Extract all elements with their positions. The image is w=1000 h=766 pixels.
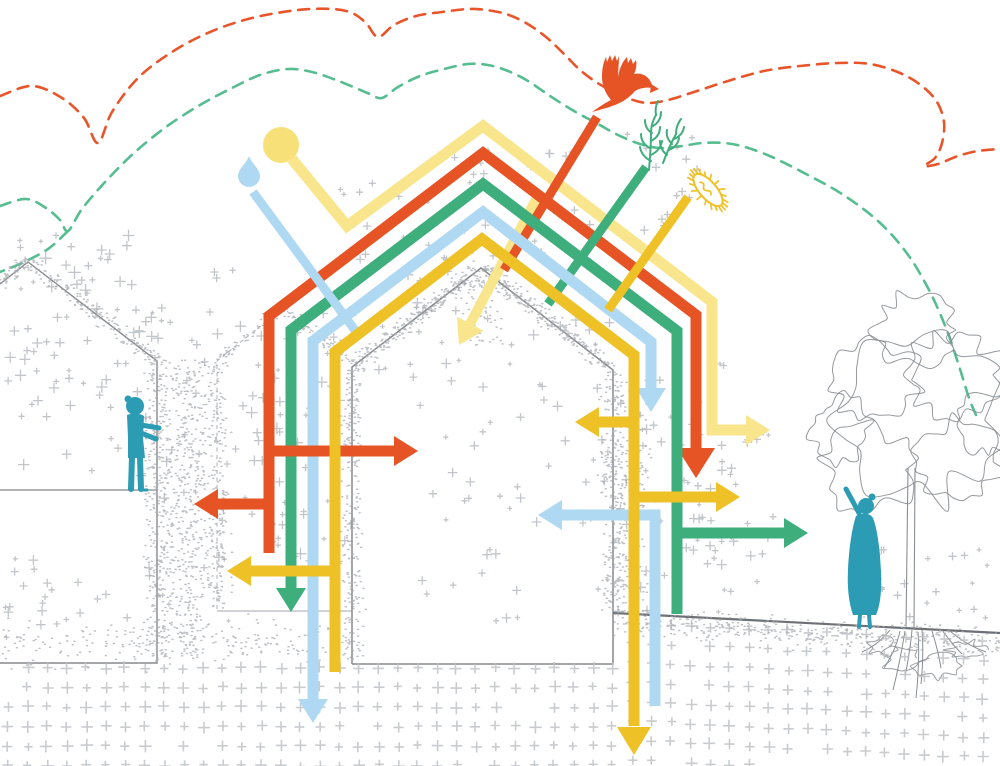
sprig-stroke <box>668 137 680 151</box>
tree-canopy-scribble <box>816 419 919 516</box>
flow-arrowhead <box>636 388 666 412</box>
adult-figure <box>843 486 882 629</box>
microbe-icon <box>687 167 729 213</box>
sprig-stroke <box>644 119 653 134</box>
child-figure-limb <box>137 454 144 492</box>
child-figure <box>124 395 162 492</box>
tree-root-scribble <box>910 651 963 682</box>
soil-plus-grid <box>1 616 990 766</box>
sprig-stroke <box>654 100 659 116</box>
tree-canopy-scribble <box>956 392 1000 456</box>
tree-root-line <box>931 630 942 669</box>
sprig-stroke <box>675 118 682 135</box>
flow-arrowhead <box>298 699 328 723</box>
flow-arrowhead <box>194 489 218 519</box>
sprig-stroke <box>659 140 668 156</box>
tree-root-line <box>941 629 963 655</box>
tree-root-line <box>949 630 987 653</box>
bird-icon <box>592 55 659 112</box>
flow-arrowhead <box>456 316 484 345</box>
habitat-flow-line <box>263 146 702 553</box>
biosphere-cloud-green <box>0 62 978 417</box>
rainwater-flow-line <box>562 509 661 706</box>
tree-trunk-line <box>905 467 909 629</box>
adult-figure-limb <box>857 613 862 629</box>
soil-flow-line <box>329 232 640 726</box>
soil-flow-line <box>604 194 692 313</box>
sprig-stroke <box>662 133 677 164</box>
tree-canopy-scribble <box>902 330 1000 423</box>
middle-house-outline <box>216 307 350 609</box>
tree-sketch <box>805 290 1000 699</box>
rainwater-flow-line <box>307 205 657 699</box>
sprig-stroke <box>665 129 673 145</box>
child-figure-limb <box>138 422 162 431</box>
tree-trunk-line <box>913 467 916 630</box>
daylight-flow-line <box>287 119 746 436</box>
sprig-stroke <box>639 146 652 162</box>
cloud-outlines <box>0 7 1000 417</box>
air-cloud-red <box>0 7 1000 168</box>
sprig-stroke <box>650 140 663 156</box>
plant-sprig-icon <box>639 100 685 171</box>
tree-canopy-scribble <box>805 390 875 468</box>
raindrop-icon-shape <box>238 156 260 187</box>
child-figure-head <box>126 397 144 415</box>
tree-canopy-scribble <box>867 290 957 370</box>
microbe-cilia <box>687 167 729 213</box>
tree-root-line <box>920 629 924 685</box>
sun-disc <box>263 127 299 163</box>
microbe-body <box>687 167 729 213</box>
raindrop-icon <box>238 156 260 187</box>
adult-figure-body <box>847 513 882 615</box>
adult-figure-head <box>868 493 876 501</box>
rainwater-flow <box>249 189 666 723</box>
flow-arrowhead <box>677 448 715 478</box>
sprig-stroke <box>650 126 661 142</box>
flow-arrowhead <box>227 556 251 586</box>
flow-arrowhead <box>575 407 599 437</box>
flow-arrowhead <box>617 727 651 755</box>
tree-canopy-scribble <box>910 412 1000 502</box>
tree-root-scribble <box>880 645 930 672</box>
sprig-stroke <box>652 111 662 127</box>
adult-figure-limb <box>867 613 872 629</box>
flow-arrowhead <box>394 436 418 466</box>
adult-figure-limb <box>843 486 862 516</box>
biosphere-cloud-green-curl <box>0 229 70 274</box>
flow-arrowhead <box>716 482 740 512</box>
bird-icon-shape <box>592 55 659 112</box>
soil-flow <box>227 194 740 755</box>
flow-arrowhead <box>784 518 808 548</box>
tree-root-line <box>861 629 891 653</box>
tree-root-line <box>883 630 901 669</box>
sprig-stroke <box>673 126 685 140</box>
tree-root-scribble <box>942 638 989 658</box>
flow-arrowhead <box>276 588 306 612</box>
tree-canopy-scribble <box>827 334 926 422</box>
ground-slope-line <box>612 611 1000 635</box>
sprig-stroke <box>640 133 651 149</box>
child-figure-limb <box>138 430 159 442</box>
tree-root-scribble <box>866 634 899 657</box>
rainwater-flow-line <box>249 189 364 340</box>
child-figure-head <box>124 395 132 403</box>
flow-arrowhead <box>746 415 770 445</box>
sun-icon <box>263 127 299 163</box>
child-figure-limb <box>128 454 135 492</box>
greenery-flow-line <box>285 177 683 614</box>
adult-figure-head <box>858 498 874 514</box>
flow-arrowhead <box>538 500 562 530</box>
